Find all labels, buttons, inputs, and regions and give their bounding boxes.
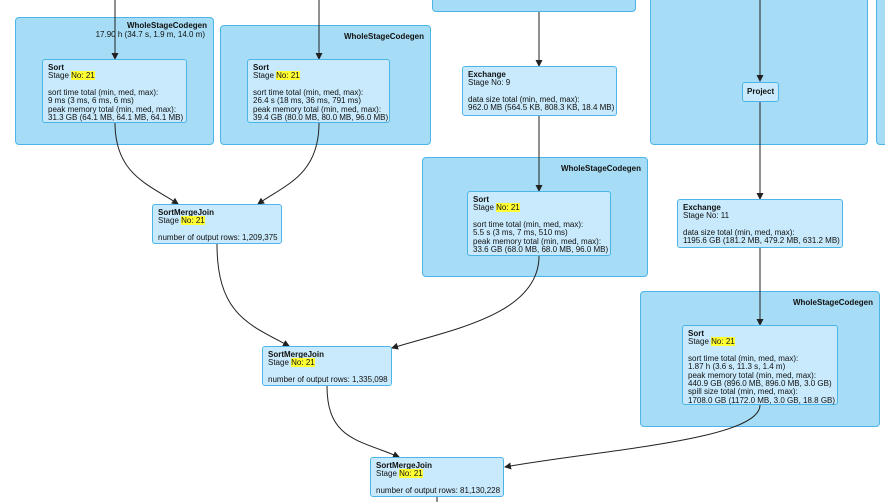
sort-merge-join-node-2[interactable]: SortMergeJoin Stage No: 21 number of out… xyxy=(262,346,392,386)
node-name: Sort xyxy=(688,329,704,338)
metric: 33.6 GB (68.0 MB, 68.0 MB, 96.0 MB) xyxy=(473,245,609,255)
metric: 31.3 GB (64.1 MB, 64.1 MB, 64.1 MB) xyxy=(48,113,184,123)
metric: 1195.6 GB (181.2 MB, 479.2 MB, 631.2 MB) xyxy=(683,236,840,246)
metric: 1708.0 GB (1172.0 MB, 3.0 GB, 18.8 GB) xyxy=(688,395,836,405)
stage-number: No: 21 xyxy=(181,216,205,226)
node-stage: Stage xyxy=(376,469,400,479)
cluster-duration: 17.90 h (34.7 s, 1.9 m, 14.0 m) xyxy=(95,30,205,39)
node-name: Exchange xyxy=(468,70,506,79)
metric: sort time total (min, med, max): xyxy=(688,353,799,363)
node-name: Sort xyxy=(48,63,64,72)
metric: data size total (min, med, max): xyxy=(468,94,580,104)
cluster-partial-right xyxy=(876,0,885,145)
stage-number: No: 21 xyxy=(291,358,315,368)
metric: sort time total (min, med, max): xyxy=(253,87,364,97)
metric: peak memory total (min, med, max): xyxy=(253,104,382,114)
metric: 1.87 h (3.6 s, 11.3 s, 1.4 m) xyxy=(688,362,786,372)
node-stage: Stage xyxy=(268,358,292,368)
node-name: SortMergeJoin xyxy=(376,461,433,470)
metric: 5.5 s (3 ms, 7 ms, 510 ms) xyxy=(473,228,568,238)
metric: number of output rows: 1,209,375 xyxy=(158,232,278,242)
sort-node-4[interactable]: Sort Stage No: 21 sort time total (min, … xyxy=(682,325,838,405)
metric: number of output rows: 1,335,098 xyxy=(268,374,388,384)
cluster-title: WholeStageCodegen xyxy=(343,32,424,41)
metric: 9 ms (3 ms, 6 ms, 6 ms) xyxy=(48,96,134,106)
metric: number of output rows: 81,130,228 xyxy=(376,485,501,495)
stage-number: No: 21 xyxy=(711,337,735,347)
metric: 39.4 GB (80.0 MB, 80.0 MB, 96.0 MB) xyxy=(253,113,389,123)
node-stage: Stage xyxy=(688,337,712,347)
node-stage: Stage No: 9 xyxy=(468,78,511,88)
metric: peak memory total (min, med, max): xyxy=(473,236,602,246)
edge xyxy=(504,404,761,470)
exchange-node-2[interactable]: Exchange Stage No: 11 data size total (m… xyxy=(677,199,843,248)
node-stage: Stage No: 11 xyxy=(683,211,730,221)
metric: spill size total (min, med, max): xyxy=(688,387,798,397)
stage-number: No: 21 xyxy=(399,469,423,479)
sort-merge-join-node-3[interactable]: SortMergeJoin Stage No: 21 number of out… xyxy=(370,457,504,497)
node-name: Exchange xyxy=(683,203,721,212)
cluster-title: WholeStageCodegen xyxy=(560,164,641,173)
node-name: Sort xyxy=(253,63,269,72)
sort-node-3[interactable]: Sort Stage No: 21 sort time total (min, … xyxy=(467,191,611,256)
stage-number: No: 21 xyxy=(496,203,520,213)
metric: sort time total (min, med, max): xyxy=(473,219,584,229)
metric: data size total (min, med, max): xyxy=(683,227,795,237)
cluster-title: WholeStageCodegen xyxy=(792,298,873,307)
metric: peak memory total (min, med, max): xyxy=(48,104,177,114)
node-name: Project xyxy=(747,87,775,96)
cluster-title: WholeStageCodegen xyxy=(126,21,207,30)
metric: 440.9 GB (896.0 MB, 896.0 MB, 3.0 GB) xyxy=(688,379,832,389)
cluster-project xyxy=(650,0,868,145)
stage-number: No: 21 xyxy=(276,71,300,81)
edge xyxy=(391,255,540,350)
sort-node-1[interactable]: Sort Stage No: 21 sort time total (min, … xyxy=(42,59,187,123)
node-name: SortMergeJoin xyxy=(268,350,325,359)
sort-node-2[interactable]: Sort Stage No: 21 sort time total (min, … xyxy=(247,59,390,123)
metric: sort time total (min, med, max): xyxy=(48,87,159,97)
node-name: SortMergeJoin xyxy=(158,208,215,217)
edge xyxy=(114,122,179,205)
metric: 962.0 MB (564.5 KB, 808.3 KB, 18.4 MB) xyxy=(468,103,615,113)
metric: 26.4 s (18 ms, 36 ms, 791 ms) xyxy=(253,96,362,106)
node-stage: Stage xyxy=(253,71,277,81)
sort-merge-join-node-1[interactable]: SortMergeJoin Stage No: 21 number of out… xyxy=(152,204,282,244)
exchange-node-1[interactable]: Exchange Stage No: 9 data size total (mi… xyxy=(462,66,617,116)
edge xyxy=(257,122,320,205)
node-stage: Stage xyxy=(48,71,72,81)
node-stage: Stage xyxy=(158,216,182,226)
node-name: Sort xyxy=(473,195,489,204)
edge xyxy=(326,385,400,458)
cluster-partial-top xyxy=(432,0,636,12)
node-stage: Stage xyxy=(473,203,497,213)
project-node[interactable]: Project xyxy=(742,82,779,102)
metric: peak memory total (min, med, max): xyxy=(688,370,817,380)
edge xyxy=(216,243,290,347)
stage-number: No: 21 xyxy=(71,71,95,81)
